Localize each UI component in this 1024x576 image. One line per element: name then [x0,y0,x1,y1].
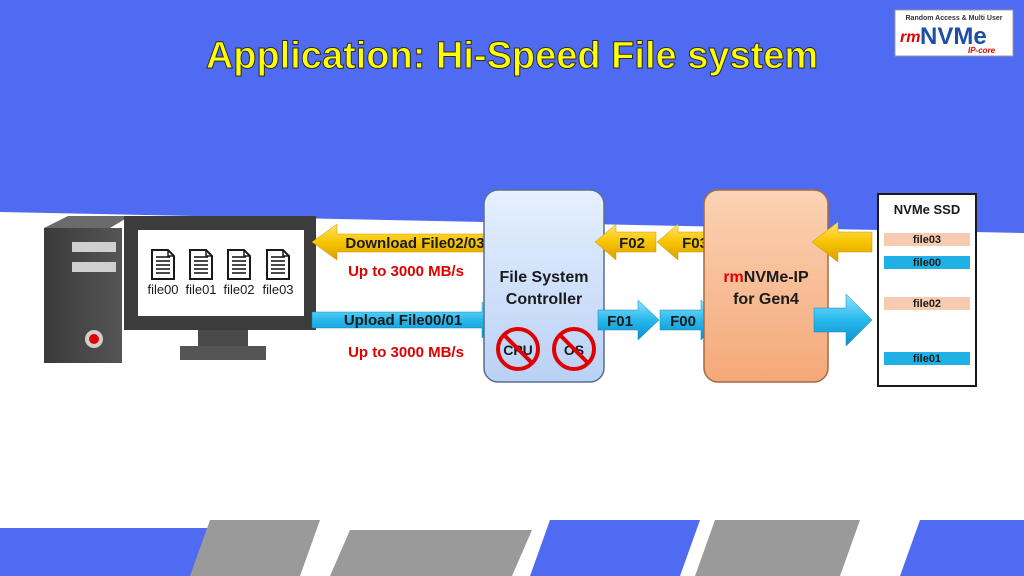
ssd-file-slot: file01 [884,352,970,365]
ssd-write-arrow [813,293,873,347]
logo-brand-main: NVMe [920,23,987,50]
no-os-sign: OS [552,327,596,371]
ssd-title: NVMe SSD [894,202,960,217]
logo-brand-suffix: IP-core [968,46,996,55]
pc-file-item: file00 [147,249,179,297]
ssd-file-label: file01 [913,353,941,365]
document-icon [189,249,213,280]
svg-text:F03: F03 [682,235,708,252]
ssd-file-label: file02 [913,298,941,310]
pc-file-item: file02 [223,249,255,297]
svg-text:F02: F02 [619,235,645,252]
page-title: Application: Hi-Speed File system [206,35,818,77]
document-icon [151,249,175,280]
document-icon [227,249,251,280]
download-speed: Up to 3000 MB/s [348,263,464,280]
ssd-file-slot: file00 [884,256,970,269]
chunk-arrow-f03: F03 [656,223,719,261]
logo-brand-prefix: rm [900,29,920,46]
pc-file-list: file00 file01 file02 file03 [147,249,294,297]
pc-file-label: file02 [223,282,254,297]
upload-speed: Up to 3000 MB/s [348,344,464,361]
pc-file-label: file01 [185,282,216,297]
bottom-stripes [0,520,1024,576]
ip-prefix: rm [723,269,743,286]
svg-text:rmNVMe-IP: rmNVMe-IP [723,269,809,286]
logo-tagline: Random Access & Multi User [906,15,1003,22]
ip-sub: for Gen4 [733,291,799,308]
file-system-controller: File System Controller [483,189,605,383]
ssd-file-slot: file02 [884,297,970,310]
no-cpu-sign: CPU [496,327,540,371]
pc-file-label: file00 [147,282,178,297]
pc-file-item: file03 [262,249,294,297]
chunk-arrow-f01: F01 [597,299,660,341]
pc-tower [44,216,130,363]
rmnvme-ip-block: rmNVMe-IP for Gen4 [703,189,829,383]
ssd-read-arrow [811,221,873,263]
rmnvme-logo: Random Access & Multi User rm NVMe IP-co… [894,9,1014,57]
document-icon [266,249,290,280]
ssd-file-label: file03 [913,234,941,246]
upload-label: Upload File00/01 [344,312,462,329]
controller-line2: Controller [506,291,582,308]
blue-background-band [0,0,1024,233]
ssd-file-label: file00 [913,257,941,269]
ip-name: NVMe-IP [744,269,809,286]
download-arrow: Download File02/03 [311,223,504,261]
ssd-slot-list: file03 file00 file02 file01 [884,233,970,365]
ssd-file-slot: file03 [884,233,970,246]
upload-arrow: Upload File00/01 [311,301,507,339]
pc-file-label: file03 [262,282,293,297]
pc-file-item: file01 [185,249,217,297]
controller-line1: File System [500,269,589,286]
svg-text:F01: F01 [607,313,633,330]
chunk-arrow-f02: F02 [594,223,657,261]
download-label: Download File02/03 [345,235,484,252]
svg-text:F00: F00 [670,313,696,330]
